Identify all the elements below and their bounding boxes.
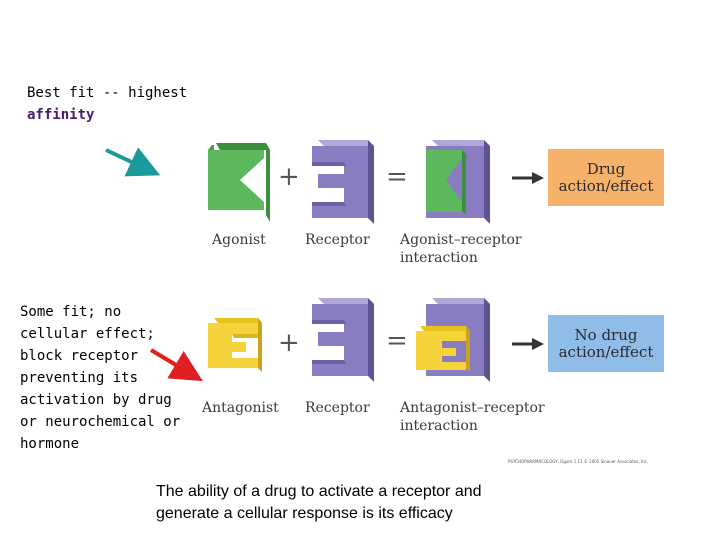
some-fit-note: Some fit; no cellular effect; block rece… — [20, 301, 180, 455]
agonist-complex-line-1: Agonist–receptor — [400, 232, 522, 248]
agonist-receptor-complex — [426, 140, 490, 224]
drug-effect-line-1: Drug — [586, 159, 626, 178]
red-arrow — [149, 348, 203, 382]
some-fit-line-5: activation by drug — [20, 392, 172, 408]
caption-line-2: generate a cellular response is its effi… — [156, 505, 453, 522]
best-fit-note: Best fit -- highest affinity — [27, 82, 187, 126]
no-drug-effect-box — [548, 315, 664, 372]
antagonist-complex-line-1: Antagonist–receptor — [400, 400, 545, 416]
some-fit-line-7: hormone — [20, 436, 80, 452]
agonist-complex-line-2: interaction — [400, 250, 478, 266]
some-fit-line-6: or neurochemical or — [20, 414, 181, 430]
best-fit-text: Best fit -- highest — [27, 85, 188, 101]
caption-line-1: The ability of a drug to activate a rece… — [156, 483, 482, 500]
some-fit-line-3: block receptor — [20, 348, 139, 364]
antagonist-complex-label: Antagonist–receptor interaction — [400, 399, 545, 435]
agonist-complex-label: Agonist–receptor interaction — [400, 231, 522, 267]
drug-effect-line-2: action/effect — [558, 176, 654, 195]
no-drug-effect-text: No drug action/effect — [548, 315, 664, 372]
plus-sign-2: + — [278, 328, 300, 358]
antagonist-label: Antagonist — [202, 400, 279, 416]
drug-effect-text: Drug action/effect — [548, 149, 664, 206]
plus-sign-1: + — [278, 162, 300, 192]
receptor-shape-1 — [312, 140, 374, 224]
antagonist-shape — [208, 318, 262, 372]
no-drug-effect-line-2: action/effect — [558, 342, 654, 361]
some-fit-line-2: cellular effect; — [20, 326, 155, 342]
some-fit-line-1: Some fit; no — [20, 304, 122, 320]
antagonist-receptor-complex — [416, 298, 490, 382]
receptor-label-1: Receptor — [305, 232, 370, 248]
agonist-label: Agonist — [212, 232, 266, 248]
affinity-text: affinity — [27, 107, 95, 123]
antagonist-complex-line-2: interaction — [400, 418, 478, 434]
drug-effect-box — [548, 149, 664, 206]
efficacy-caption: The ability of a drug to activate a rece… — [156, 481, 482, 525]
receptor-label-2: Receptor — [305, 400, 370, 416]
equals-sign-1: = — [386, 162, 408, 192]
result-arrow-2 — [512, 338, 544, 350]
equals-sign-2: = — [386, 326, 408, 356]
no-drug-effect-line-1: No drug — [574, 325, 638, 344]
agonist-shape — [208, 143, 270, 222]
receptor-shape-2 — [312, 298, 374, 382]
figure-credit: PSYCHOPHARMACOLOGY, Figure 1.11 © 2005 S… — [508, 459, 649, 464]
result-arrow-1 — [512, 172, 544, 184]
some-fit-line-4: preventing its — [20, 370, 139, 386]
teal-arrow — [105, 147, 161, 177]
